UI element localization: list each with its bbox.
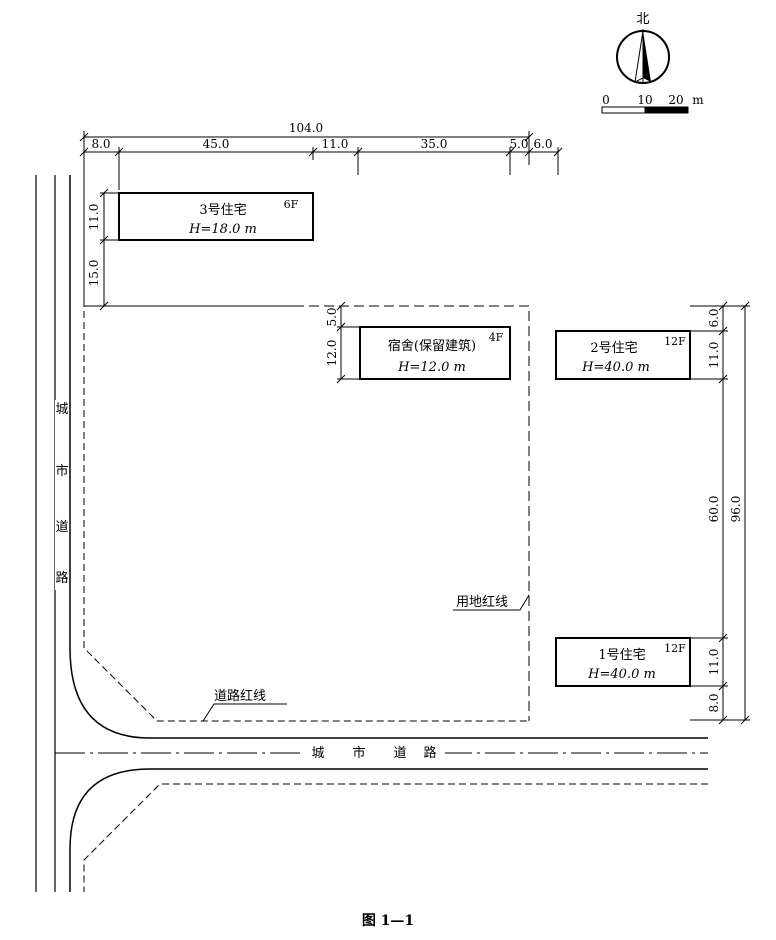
scale-tick-10: 10 — [637, 93, 652, 107]
dorm-height: H=12.0 m — [397, 360, 466, 375]
dim-seg-6: 6.0 — [533, 137, 552, 151]
site-line-text: 用地红线 — [456, 594, 508, 610]
road-label-vertical: 城 市 道 路 — [55, 400, 69, 590]
road-horizontal-char-2: 市 — [352, 745, 365, 761]
road-vertical-char-1: 城 — [55, 402, 68, 417]
dim-bldg3-gap: 15.0 — [87, 260, 101, 287]
dim-right-5: 8.0 — [707, 693, 721, 712]
dorm-name: 宿舍(保留建筑) — [388, 338, 476, 354]
scale-unit: m — [692, 93, 704, 107]
scale-tick-0: 0 — [602, 93, 610, 107]
building-2-height: H=40.0 m — [581, 360, 650, 375]
building-3-height: H=18.0 m — [188, 222, 257, 237]
dim-right-4: 11.0 — [707, 649, 721, 676]
north-label: 北 — [636, 12, 649, 27]
dim-right-3: 60.0 — [707, 496, 721, 523]
building-1-name: 1号住宅 — [598, 648, 645, 663]
road-horizontal-char-4: 路 — [423, 745, 436, 761]
left-dimensions — [99, 188, 120, 311]
site-line-label: 用地红线 — [453, 594, 530, 611]
building-3-floors: 6F — [284, 198, 299, 211]
dim-dorm-depth: 12.0 — [325, 340, 339, 367]
dim-right-2: 11.0 — [707, 342, 721, 369]
road-horizontal-char-1: 城 — [311, 746, 324, 761]
road-network — [35, 175, 708, 892]
road-vertical-char-4: 路 — [55, 570, 68, 586]
top-dimensions — [79, 131, 563, 300]
road-vertical-char-3: 道 — [55, 520, 68, 535]
figure-caption: 图 1—1 — [362, 913, 414, 929]
dim-seg-5: 5.0 — [509, 137, 528, 151]
compass: 北 — [616, 12, 670, 84]
dim-seg-2: 45.0 — [203, 137, 230, 151]
north-arrow-icon — [616, 29, 670, 84]
dim-total-width: 104.0 — [289, 121, 323, 135]
dormitory-building: 宿舍(保留建筑) H=12.0 m 4F — [359, 326, 511, 380]
dim-right-total: 96.0 — [729, 496, 743, 523]
scale-tick-20: 20 — [668, 93, 683, 107]
dim-bldg3-depth: 11.0 — [87, 204, 101, 231]
road-vertical-char-2: 市 — [55, 463, 68, 479]
dim-seg-4: 35.0 — [421, 137, 448, 151]
building-1: 1号住宅 H=40.0 m 12F — [555, 637, 691, 687]
road-red-line-label: 道路红线 — [202, 688, 287, 722]
building-2-floors: 12F — [664, 335, 686, 348]
scale-bar: 0 10 20 m — [601, 93, 704, 114]
road-horizontal-char-3: 道 — [393, 746, 406, 761]
dim-seg-1: 8.0 — [91, 137, 110, 151]
road-label-horizontal: 城 市 道 路 — [305, 744, 445, 761]
building-3-name: 3号住宅 — [199, 203, 246, 218]
building-3: 3号住宅 H=18.0 m 6F — [118, 192, 314, 241]
right-dimensions — [690, 301, 750, 725]
building-1-floors: 12F — [664, 642, 686, 655]
dorm-floors: 4F — [489, 331, 504, 344]
building-2-name: 2号住宅 — [590, 341, 637, 356]
dorm-dimensions — [336, 301, 360, 384]
site-boundary-line — [84, 305, 530, 721]
road-red-line — [83, 300, 529, 722]
dim-dorm-gap: 5.0 — [325, 307, 339, 326]
building-1-height: H=40.0 m — [587, 667, 656, 682]
building-2: 2号住宅 H=40.0 m 12F — [555, 330, 691, 380]
dim-right-1: 6.0 — [707, 308, 721, 327]
road-red-line-text: 道路红线 — [214, 688, 266, 704]
dim-seg-3: 11.0 — [322, 137, 349, 151]
